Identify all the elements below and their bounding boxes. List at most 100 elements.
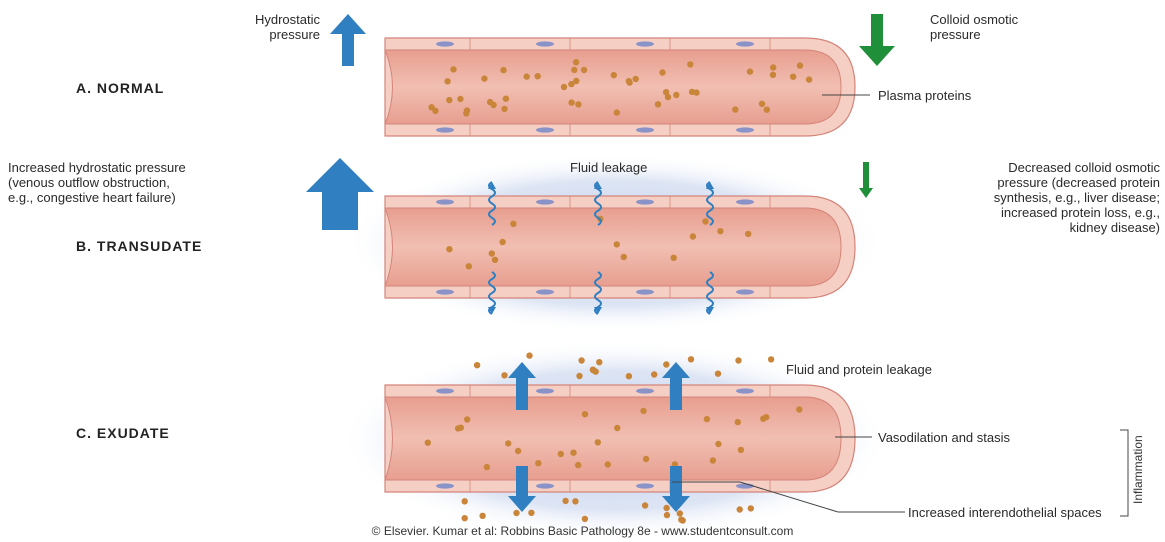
plasma-protein-dot xyxy=(503,96,509,102)
exudate-vessel xyxy=(385,385,855,492)
plasma-protein-dot xyxy=(643,456,649,462)
plasma-protein-dot xyxy=(621,254,627,260)
plasma-protein-dot xyxy=(450,66,456,72)
plasma-protein-dot xyxy=(582,411,588,417)
endothelial-nucleus xyxy=(536,199,554,204)
transudate-hydrostatic-label: Increased hydrostatic pressure (venous o… xyxy=(8,160,186,205)
transudate-leakage-label: Fluid leakage xyxy=(570,160,647,175)
leaked-protein-dot xyxy=(737,506,743,512)
leaked-protein-dot xyxy=(663,505,669,511)
endothelial-nucleus xyxy=(436,483,454,488)
leaked-protein-dot xyxy=(562,498,568,504)
exudate-leakage-label: Fluid and protein leakage xyxy=(786,362,932,377)
plasma-protein-dot xyxy=(673,92,679,98)
exudate-vessel-lumen xyxy=(385,397,841,480)
plasma-protein-dot xyxy=(489,250,495,256)
vasodilation-label: Vasodilation and stasis xyxy=(878,430,1010,445)
normal-vessel xyxy=(385,38,855,136)
plasma-protein-dot xyxy=(770,64,776,70)
leaked-protein-dot xyxy=(651,371,657,377)
leaked-protein-dot xyxy=(664,512,670,518)
endothelial-nucleus xyxy=(736,41,754,46)
endothelial-nucleus xyxy=(636,289,654,294)
plasma-protein-dot xyxy=(715,441,721,447)
plasma-protein-dot xyxy=(581,67,587,73)
plasma-protein-dot xyxy=(571,67,577,73)
leaked-protein-dot xyxy=(578,357,584,363)
plasma-protein-dot xyxy=(463,110,469,116)
endothelial-nucleus xyxy=(736,483,754,488)
leaked-protein-dot xyxy=(688,356,694,362)
plasma-protein-dot xyxy=(659,69,665,75)
leaked-protein-dot xyxy=(663,361,669,367)
interendothelial-spaces-label: Increased interendothelial spaces xyxy=(908,505,1102,520)
leaked-protein-dot xyxy=(462,515,468,521)
plasma-protein-dot xyxy=(611,72,617,78)
copyright-footer: © Elsevier. Kumar et al: Robbins Basic P… xyxy=(0,524,1165,538)
leaked-protein-dot xyxy=(768,356,774,362)
endothelial-nucleus xyxy=(636,199,654,204)
plasma-protein-dot xyxy=(687,61,693,67)
plasma-protein-dot xyxy=(500,67,506,73)
endothelial-nucleus xyxy=(636,388,654,393)
plasma-protein-dot xyxy=(732,106,738,112)
plasma-protein-dot xyxy=(702,218,708,224)
plasma-protein-dot xyxy=(710,457,716,463)
endothelial-nucleus xyxy=(436,41,454,46)
endothelial-nucleus xyxy=(636,127,654,132)
plasma-protein-dot xyxy=(561,84,567,90)
row-title-exudate: C. EXUDATE xyxy=(76,425,170,441)
plasma-protein-dot xyxy=(487,99,493,105)
endothelial-nucleus xyxy=(536,41,554,46)
leaked-protein-dot xyxy=(626,373,632,379)
plasma-protein-dot xyxy=(444,78,450,84)
endothelial-nucleus xyxy=(736,388,754,393)
row-title-transudate: B. TRANSUDATE xyxy=(76,238,202,254)
plasma-protein-dot xyxy=(510,221,516,227)
plasma-protein-dot xyxy=(466,263,472,269)
endothelial-nucleus xyxy=(736,127,754,132)
plasma-protein-dot xyxy=(524,73,530,79)
plasma-protein-dot xyxy=(626,79,632,85)
plasma-protein-dot xyxy=(614,109,620,115)
plasma-protein-dot xyxy=(633,76,639,82)
plasma-proteins-label: Plasma proteins xyxy=(878,88,971,103)
leaked-protein-dot xyxy=(678,517,684,523)
plasma-protein-dot xyxy=(745,231,751,237)
plasma-protein-dot xyxy=(535,73,541,79)
endothelial-nucleus xyxy=(736,289,754,294)
plasma-protein-dot xyxy=(575,101,581,107)
inflammation-bracket xyxy=(1120,430,1128,516)
plasma-protein-dot xyxy=(501,106,507,112)
plasma-protein-dot xyxy=(568,99,574,105)
plasma-protein-dot xyxy=(797,62,803,68)
plasma-protein-dot xyxy=(760,416,766,422)
plasma-protein-dot xyxy=(535,460,541,466)
leaked-protein-dot xyxy=(528,510,534,516)
transudate-colloid-down-arrow-icon xyxy=(859,162,873,198)
plasma-protein-dot xyxy=(717,228,723,234)
row-title-normal: A. NORMAL xyxy=(76,80,164,96)
leaked-protein-dot xyxy=(526,352,532,358)
plasma-protein-dot xyxy=(690,233,696,239)
endothelial-nucleus xyxy=(636,483,654,488)
plasma-protein-dot xyxy=(458,425,464,431)
plasma-protein-dot xyxy=(770,72,776,78)
endothelial-nucleus xyxy=(436,199,454,204)
leaked-protein-dot xyxy=(462,498,468,504)
plasma-protein-dot xyxy=(764,107,770,113)
leaked-protein-dot xyxy=(748,505,754,511)
leaked-protein-dot xyxy=(582,516,588,522)
plasma-protein-dot xyxy=(570,450,576,456)
plasma-protein-dot xyxy=(689,89,695,95)
leaked-protein-dot xyxy=(474,362,480,368)
plasma-protein-dot xyxy=(796,406,802,412)
transudate-vessel-lumen xyxy=(385,208,841,286)
transudate-vessel xyxy=(385,196,855,298)
leaked-protein-dot xyxy=(479,513,485,519)
leaked-protein-dot xyxy=(576,373,582,379)
plasma-protein-dot xyxy=(425,440,431,446)
plasma-protein-dot xyxy=(704,416,710,422)
